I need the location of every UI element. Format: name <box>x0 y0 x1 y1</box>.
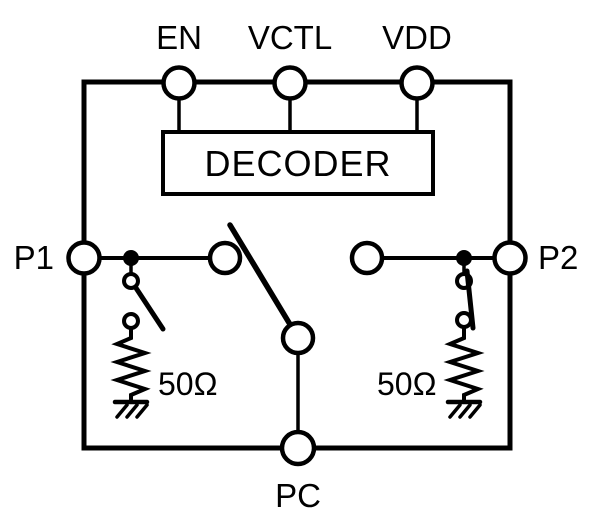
ground-right <box>445 399 483 419</box>
pin-circle-p1 <box>66 240 102 276</box>
pin-label-en: EN <box>156 19 202 56</box>
pin-label-vdd: VDD <box>382 19 452 56</box>
series-switch-arm <box>227 222 297 334</box>
shunt-switch-arm-left <box>133 285 166 332</box>
resistor-label-left: 50Ω <box>158 366 218 402</box>
shunt-contact-right-bottom <box>455 311 473 329</box>
resistor-right <box>443 318 485 404</box>
pin-label-p1: P1 <box>14 239 54 276</box>
decoder-box <box>161 130 435 196</box>
shunt-contact-left-top <box>122 272 140 290</box>
ground-left <box>112 399 150 419</box>
throw-contact-p2-side <box>349 240 385 276</box>
common-pole-contact <box>280 320 316 356</box>
throw-contact-p1-side <box>207 240 243 276</box>
pin-label-vctl: VCTL <box>248 19 332 56</box>
pin-circle-en <box>161 65 197 101</box>
pin-circle-pc <box>279 429 317 467</box>
pin-circle-p2 <box>492 240 528 276</box>
junction-dot-right <box>456 250 472 266</box>
junction-dot-left <box>123 250 139 266</box>
pin-label-p2: P2 <box>538 239 578 276</box>
shunt-switch-arm-right <box>464 268 476 331</box>
decoder-label: DECODER <box>204 143 391 184</box>
resistor-left <box>110 319 152 404</box>
shunt-contact-left-bottom <box>122 312 140 330</box>
pin-label-pc: PC <box>275 477 321 514</box>
pin-circle-vctl <box>272 65 308 101</box>
resistor-label-right: 50Ω <box>377 366 437 402</box>
pin-circle-vdd <box>399 65 435 101</box>
